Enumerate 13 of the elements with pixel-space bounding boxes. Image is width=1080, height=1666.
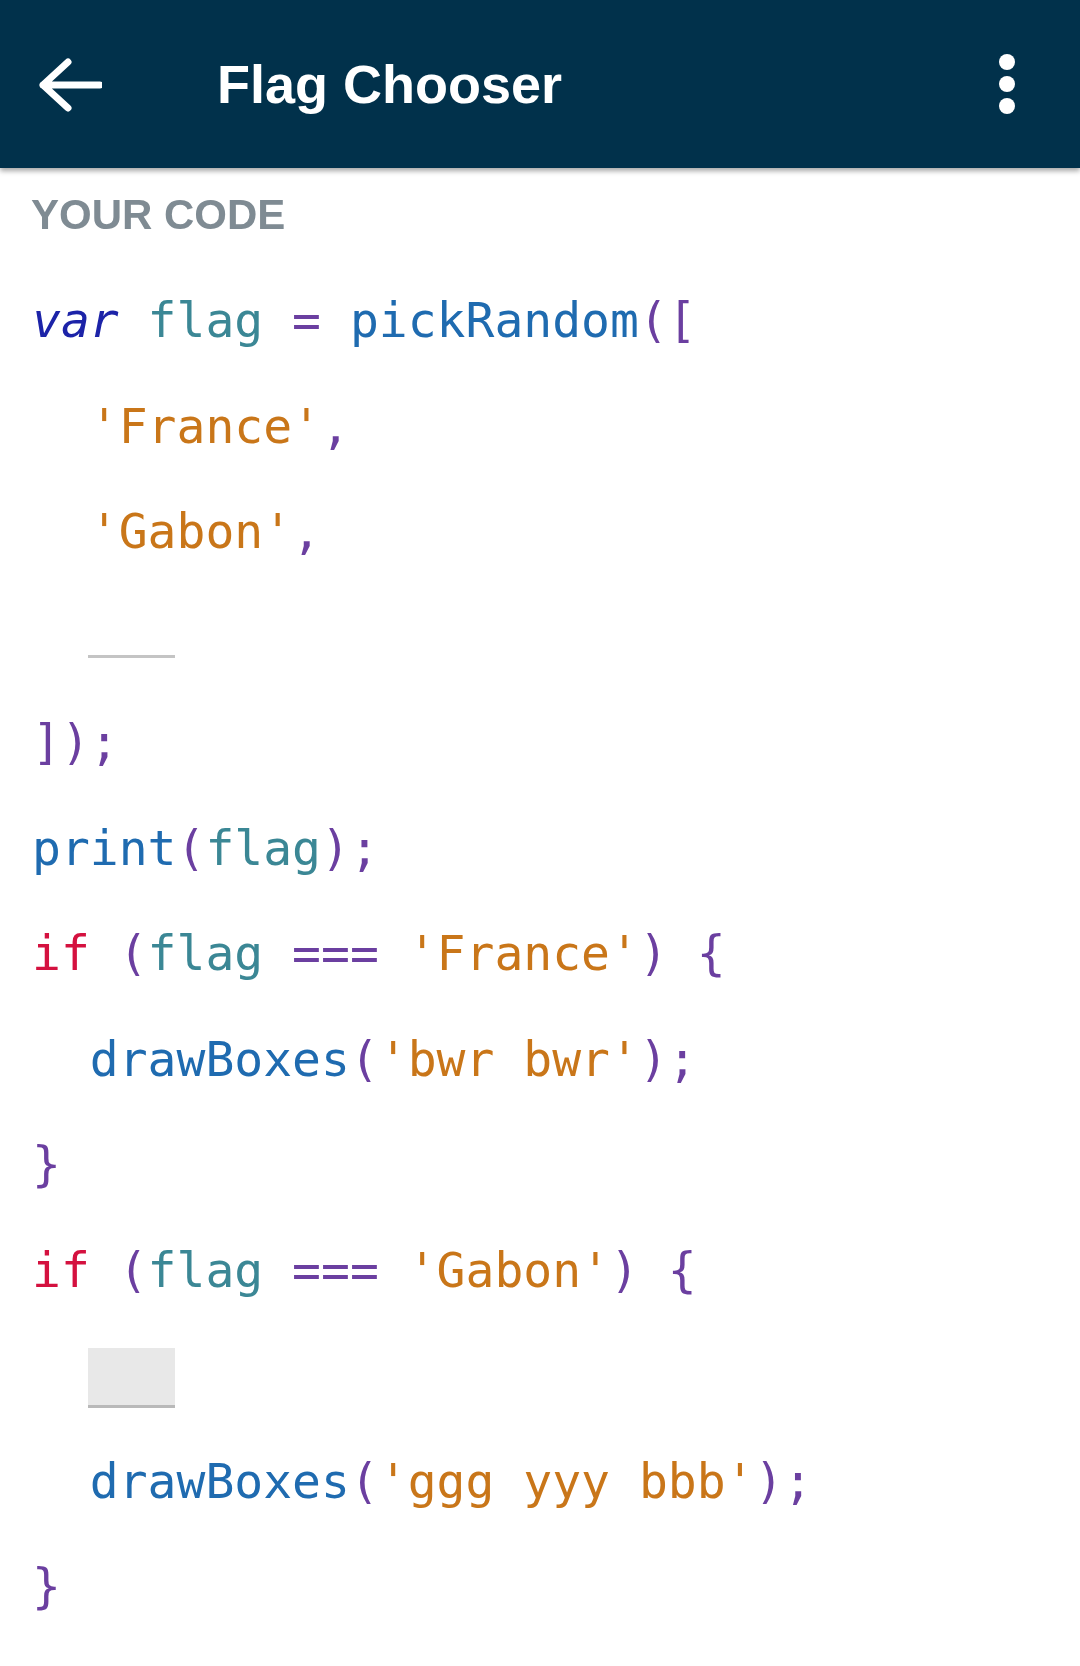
section-heading: YOUR CODE (31, 190, 286, 240)
code-line: drawBoxes('ggg yyy bbb'); (88, 1451, 813, 1511)
code-line: ]); (32, 713, 119, 772)
code-line: 'Gabon', (88, 502, 321, 561)
screen-title: Flag Chooser (217, 53, 563, 116)
code-line: if (flag === 'Gabon') { (32, 1240, 697, 1300)
code-line: var flag = pickRandom([ (32, 291, 697, 350)
code-line: print(flag); (32, 818, 379, 878)
code-line: 'France', (88, 396, 350, 456)
code-line: drawBoxes('bwr bwr'); (88, 1029, 697, 1089)
code-line: } (32, 1557, 61, 1616)
code-line: if (flag === 'France') { (32, 924, 726, 983)
code-line: } (32, 1135, 61, 1194)
